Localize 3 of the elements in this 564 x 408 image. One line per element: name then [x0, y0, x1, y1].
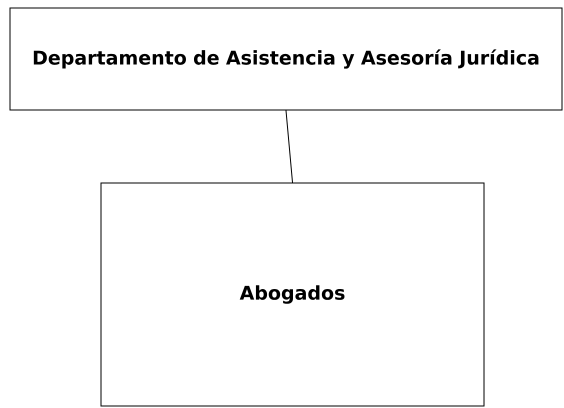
connector-line [286, 110, 293, 183]
org-box: Abogados [100, 182, 484, 406]
org-box: Departamento de Asistencia y Asesoría Jurídica [10, 8, 562, 110]
